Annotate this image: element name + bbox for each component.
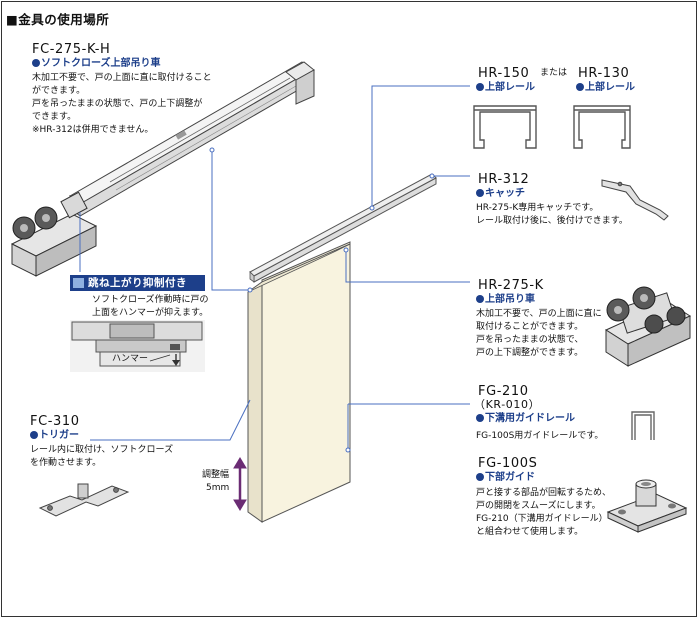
hr-130-profile xyxy=(573,105,631,149)
fg100-desc-line: と組合わせて使用します。 xyxy=(476,527,584,537)
hr312-desc-line: レール取付け後に、後付けできます。 xyxy=(476,216,628,226)
hr130-sub-label: 上部レール xyxy=(585,82,635,93)
fg100-desc-line: 戸と接する部品が回転するため、 xyxy=(476,488,612,498)
hr-312-catch xyxy=(601,179,669,221)
hr150-sub: 上部レール xyxy=(476,82,535,95)
fc-275-k-h-illustration xyxy=(10,61,315,277)
leader-lines xyxy=(79,85,470,450)
hr130-sub: 上部レール xyxy=(576,82,635,95)
hr275-desc-line: 戸の上下調整ができます。 xyxy=(476,348,584,358)
banner-desc-line: 上面をハンマーが抑えます。 xyxy=(92,308,209,318)
page-title: ■金具の使用場所 xyxy=(6,12,110,27)
hr275-code: HR-275-K xyxy=(478,278,544,293)
adjust-label: 調整幅 xyxy=(202,470,230,480)
banner-desc-line: ソフトクローズ作動時に戸の xyxy=(92,295,209,305)
hammer-detail-illustration xyxy=(70,320,205,372)
hr312-desc: HR-275-K専用キャッチです。 レール取付け後に、後付けできます。 xyxy=(476,202,628,228)
hr275-desc-line: 取付けることができます。 xyxy=(476,322,584,332)
feature-banner: 跳ね上がり抑制付き xyxy=(70,275,205,291)
bullet-icon xyxy=(476,188,484,197)
feature-banner-label: 跳ね上がり抑制付き xyxy=(88,277,187,289)
fc275-desc-line: ができます。 xyxy=(32,86,86,96)
fg100-code: FG-100S xyxy=(478,456,538,471)
hr275-desc-line: 木加工不要で、戸の上面に直に xyxy=(476,309,602,319)
fc310-code: FC-310 xyxy=(30,414,80,429)
hr130-code: HR-130 xyxy=(578,66,630,81)
fg210-code: FG-210 xyxy=(478,384,529,399)
fg210-desc: FG-100S用ガイドレールです。 xyxy=(476,430,603,443)
hr150-code: HR-150 xyxy=(478,66,530,81)
hr312-sub: キャッチ xyxy=(476,188,525,201)
hr150-sub-label: 上部レール xyxy=(485,82,535,93)
bullet-icon xyxy=(476,82,484,91)
banner-mark-icon xyxy=(73,278,84,288)
bullet-icon xyxy=(576,82,584,91)
fg-100s-guide xyxy=(606,479,688,533)
fc275-desc-line: ※HR-312は併用できません。 xyxy=(32,125,154,135)
fc310-sub: トリガー xyxy=(30,430,79,443)
fc310-desc-line: レール内に取付け、ソフトクローズ xyxy=(30,445,174,455)
adjust-value: 5mm xyxy=(206,483,230,493)
fg210-code2: （KR-010） xyxy=(474,398,541,411)
fc275-sub: ソフトクローズ上部吊り車 xyxy=(32,58,161,71)
fg210-sub: 下溝用ガイドレール xyxy=(476,413,575,426)
fc275-code: FC-275-K-H xyxy=(32,42,111,57)
or-label: または xyxy=(540,68,568,78)
bullet-icon xyxy=(476,294,484,303)
hr312-desc-line: HR-275-K専用キャッチです。 xyxy=(476,203,599,213)
hr-150-profile xyxy=(473,105,537,149)
hr312-code: HR-312 xyxy=(478,172,530,187)
hr275-desc: 木加工不要で、戸の上面に直に 取付けることができます。 戸を吊ったままの状態で、… xyxy=(476,308,602,360)
hr275-desc-line: 戸を吊ったままの状態で、 xyxy=(476,335,584,345)
fg100-desc: 戸と接する部品が回転するため、 戸の開閉をスムーズにします。 FG-210（下溝… xyxy=(476,487,611,539)
banner-desc: ソフトクローズ作動時に戸の 上面をハンマーが抑えます。 xyxy=(92,294,209,320)
fg210-desc-line: FG-100S用ガイドレールです。 xyxy=(476,431,604,441)
leader-dots xyxy=(209,147,435,453)
door-illustration xyxy=(247,241,351,523)
bullet-icon xyxy=(32,58,40,67)
fc-310-trigger xyxy=(38,483,130,517)
fg100-sub: 下部ガイド xyxy=(476,472,535,485)
bullet-icon xyxy=(30,430,38,439)
hr275-sub: 上部吊り車 xyxy=(476,294,535,307)
fc275-desc: 木加工不要で、戸の上面に直に取付けること ができます。 戸を吊ったままの状態で、… xyxy=(32,72,212,137)
fc275-desc-line: 戸を吊ったままの状態で、戸の上下調整が xyxy=(32,99,203,109)
fc275-desc-line: できます。 xyxy=(32,112,77,122)
fg100-desc-line: FG-210（下溝用ガイドレール） xyxy=(476,514,608,524)
fg210-sub-label: 下溝用ガイドレール xyxy=(485,413,575,424)
fg100-sub-label: 下部ガイド xyxy=(485,472,535,483)
bullet-icon xyxy=(476,472,484,481)
fc310-desc: レール内に取付け、ソフトクローズ を作動させます。 xyxy=(30,444,173,470)
fg100-desc-line: 戸の開閉をスムーズにします。 xyxy=(476,501,601,511)
fc310-desc-line: を作動させます。 xyxy=(30,458,102,468)
fc275-sub-label: ソフトクローズ上部吊り車 xyxy=(41,58,161,69)
hr312-sub-label: キャッチ xyxy=(485,188,525,199)
hammer-label: ハンマー xyxy=(112,354,149,364)
hr275-sub-label: 上部吊り車 xyxy=(485,294,535,305)
bullet-icon xyxy=(476,413,484,422)
hr-275-k-hanger xyxy=(604,286,692,367)
fc310-sub-label: トリガー xyxy=(39,430,79,441)
fg-210-channel xyxy=(631,411,655,440)
fc275-desc-line: 木加工不要で、戸の上面に直に取付けること xyxy=(32,73,212,83)
adjust-arrow xyxy=(233,457,247,511)
